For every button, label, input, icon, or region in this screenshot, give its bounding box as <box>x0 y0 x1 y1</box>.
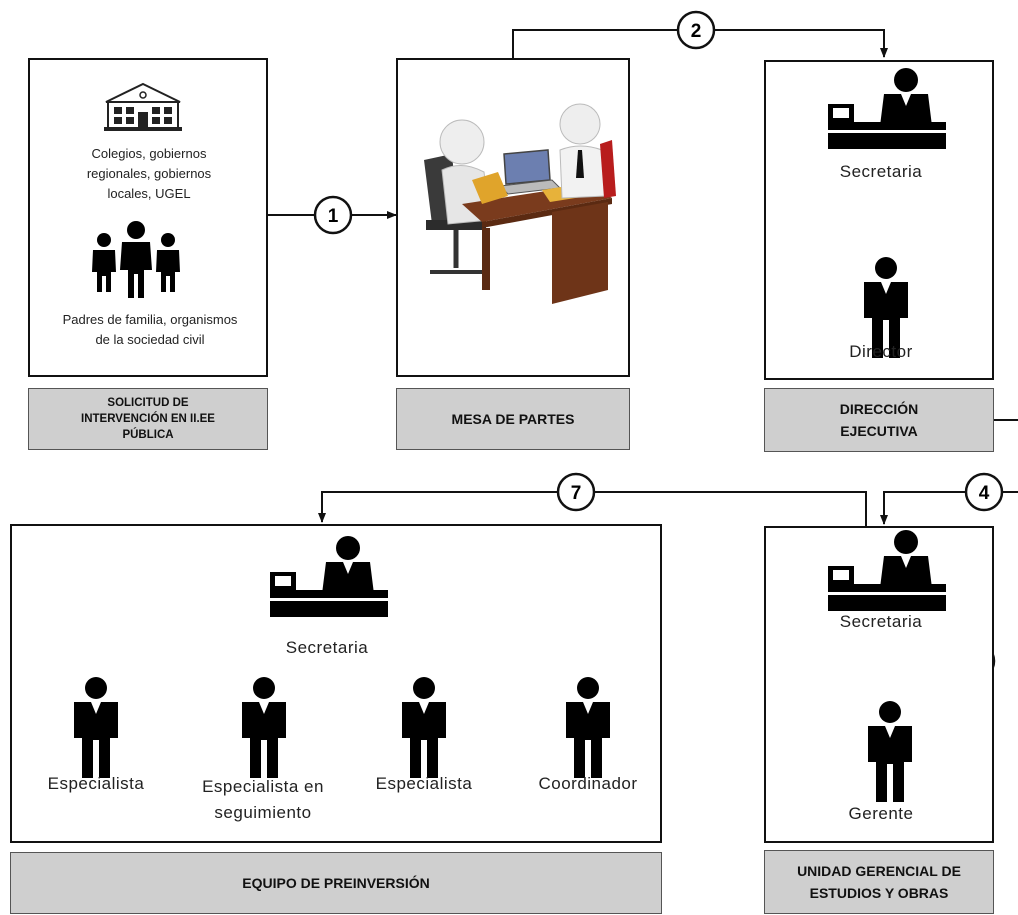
step-4: 4 <box>964 472 1004 512</box>
secretary-desk-icon <box>828 68 946 149</box>
especialista-seguimiento: Especialista en seguimiento <box>202 777 324 822</box>
step-1: 1 <box>313 195 353 235</box>
mesa-box <box>396 58 630 377</box>
svg-text:4: 4 <box>979 483 990 504</box>
especialista-mid: Especialista <box>375 774 473 793</box>
family-icon <box>92 221 180 298</box>
preinversion-secretaria: Secretaria <box>285 638 369 657</box>
unidad-label: UNIDAD GERENCIAL DE ESTUDIOS Y OBRAS <box>764 850 994 914</box>
mesa-label: MESA DE PARTES <box>396 388 630 450</box>
especialista-seguimiento-icon <box>242 677 286 778</box>
direccion-secretaria: Secretaria <box>839 162 923 181</box>
solicitud-box: Colegios, gobiernos regionales, gobierno… <box>28 58 268 377</box>
direccion-director: Director <box>849 342 913 361</box>
office-meeting-illustration <box>424 103 616 304</box>
solicitud-label: SOLICITUD DE INTERVENCIÓN EN II.EE PÚBLI… <box>28 388 268 450</box>
especialista-left: Especialista <box>47 774 145 793</box>
svg-text:7: 7 <box>571 483 582 504</box>
svg-text:2: 2 <box>691 21 702 42</box>
direccion-box: Secretaria Director <box>764 60 994 380</box>
unidad-secretary-desk-icon <box>828 530 946 611</box>
unidad-box: Secretaria Gerente <box>764 526 994 843</box>
svg-text:1: 1 <box>328 206 339 227</box>
especialista-left-icon <box>74 677 118 778</box>
preinversion-secretary-desk-icon <box>270 536 388 617</box>
preinversion-label: EQUIPO DE PREINVERSIÓN <box>10 852 662 914</box>
step-7: 7 <box>556 472 596 512</box>
school-icon <box>104 82 182 131</box>
direccion-label: DIRECCIÓN EJECUTIVA <box>764 388 994 452</box>
coordinador: Coordinador <box>538 774 638 793</box>
unidad-secretaria: Secretaria <box>839 612 923 631</box>
step-2: 2 <box>676 10 716 50</box>
solicitud-text-bottom: Padres de familia, organismos de la soci… <box>62 312 238 347</box>
gerente-icon <box>868 701 912 802</box>
solicitud-text-top: Colegios, gobiernos regionales, gobierno… <box>86 146 212 201</box>
especialista-mid-icon <box>402 677 446 778</box>
unidad-gerente: Gerente <box>848 804 914 823</box>
preinversion-box: Secretaria Especialista Especialista en … <box>10 524 662 843</box>
coordinador-icon <box>566 677 610 778</box>
